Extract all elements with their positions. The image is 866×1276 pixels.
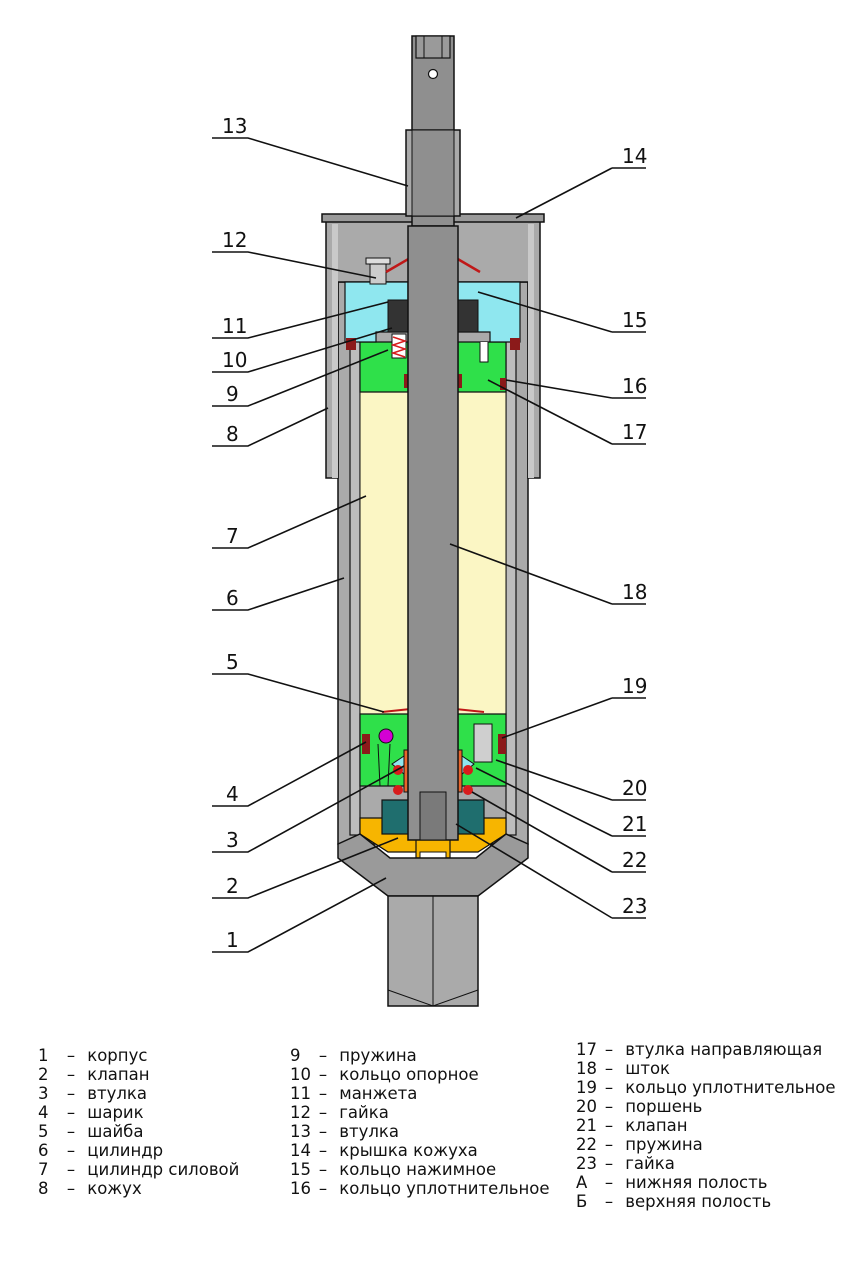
callout-11: 11	[222, 314, 247, 338]
leader-lines	[212, 137, 646, 953]
ball	[378, 728, 394, 744]
parts-legend: 1– корпус 2– клапан 3– втулка 4– шарик 5…	[0, 1040, 866, 1276]
legend-item: 23– гайка	[576, 1154, 675, 1173]
callout-5: 5	[226, 650, 239, 674]
shock-absorber-diagram: 13 12 11 10 9 8 7 6 5 4 3 2 1 14 15 16 1…	[212, 35, 647, 1007]
legend-item: 18– шток	[576, 1059, 671, 1078]
housing-bottom	[337, 833, 529, 1007]
legend-item: 3– втулка	[38, 1084, 147, 1103]
callout-12: 12	[222, 228, 247, 252]
callout-13: 13	[222, 114, 247, 138]
callout-7: 7	[226, 524, 239, 548]
callout-2: 2	[226, 874, 239, 898]
callout-23: 23	[622, 894, 647, 918]
seal-assembly	[344, 252, 521, 350]
callouts-left: 13 12 11 10 9 8 7 6 5 4 3 2 1	[222, 114, 247, 952]
callout-21: 21	[622, 812, 647, 836]
legend-item: 19– кольцо уплотнительное	[576, 1078, 836, 1097]
legend-item: Б– верхняя полость	[576, 1192, 772, 1211]
callout-17: 17	[622, 420, 647, 444]
callout-15: 15	[622, 308, 647, 332]
legend-item: 13– втулка	[290, 1122, 399, 1141]
legend-item: 15– кольцо нажимное	[290, 1160, 497, 1179]
callout-18: 18	[622, 580, 647, 604]
legend-item: 22– пружина	[576, 1135, 703, 1154]
legend-item: 12– гайка	[290, 1103, 389, 1122]
upper-bushing	[405, 129, 461, 217]
legend-item: 21– клапан	[576, 1116, 688, 1135]
legend-item: А– нижняя полость	[576, 1173, 768, 1192]
callout-4: 4	[226, 782, 239, 806]
callout-20: 20	[622, 776, 647, 800]
callout-8: 8	[226, 422, 239, 446]
legend-item: 17– втулка направляющая	[576, 1040, 823, 1059]
callouts-right: 14 15 16 17 18 19 20 21 22 23	[622, 144, 647, 918]
legend-item: 16– кольцо уплотнительное	[290, 1179, 550, 1198]
legend-item: 6– цилиндр	[38, 1141, 164, 1160]
legend-item: 1– корпус	[38, 1046, 148, 1065]
spring-9	[390, 333, 408, 359]
legend-item: 4– шарик	[38, 1103, 144, 1122]
legend-column-1: 1– корпус 2– клапан 3– втулка 4– шарик 5…	[38, 1046, 239, 1198]
legend-item: 20– поршень	[576, 1097, 703, 1116]
callout-10: 10	[222, 348, 247, 372]
callout-1: 1	[226, 928, 239, 952]
legend-column-3: 17– втулка направляющая 18– шток 19– кол…	[576, 1040, 836, 1211]
legend-column-2: 9– пружина 10– кольцо опорное 11– манжет…	[290, 1046, 550, 1198]
legend-item: 7– цилиндр силовой	[38, 1160, 240, 1179]
legend-item: 8– кожух	[38, 1179, 142, 1198]
legend-item: 10– кольцо опорное	[290, 1065, 479, 1084]
legend-item: 9– пружина	[290, 1046, 417, 1065]
callout-19: 19	[622, 674, 647, 698]
legend-item: 5– шайба	[38, 1122, 144, 1141]
legend-item: 14– крышка кожуха	[290, 1141, 478, 1160]
callout-14: 14	[622, 144, 647, 168]
legend-item: 11– манжета	[290, 1084, 418, 1103]
legend-item: 2– клапан	[38, 1065, 150, 1084]
callout-3: 3	[226, 828, 239, 852]
callout-6: 6	[226, 586, 239, 610]
callout-16: 16	[622, 374, 647, 398]
callout-9: 9	[226, 382, 239, 406]
callout-22: 22	[622, 848, 647, 872]
